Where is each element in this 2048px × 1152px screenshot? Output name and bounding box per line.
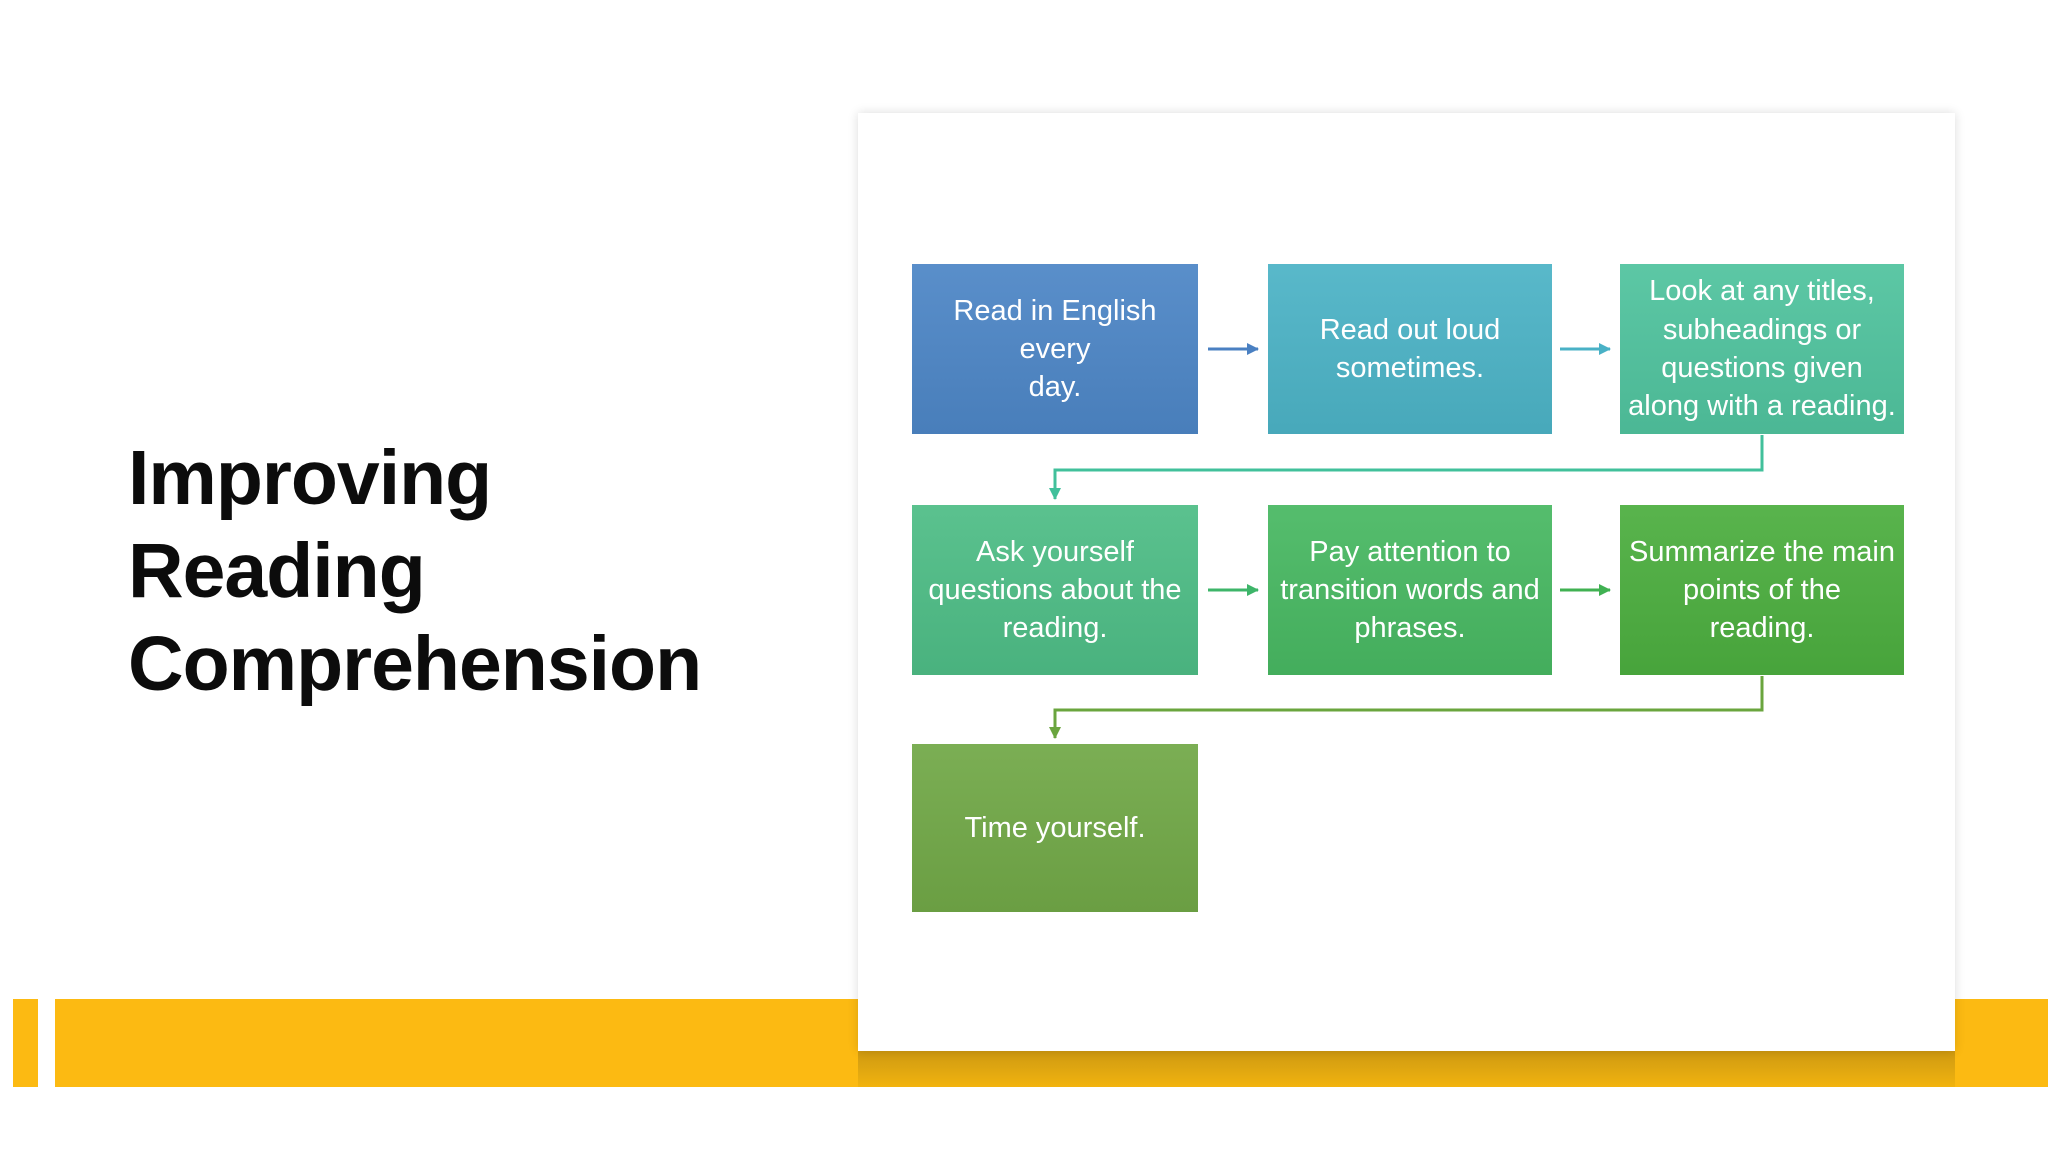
flow-step-4-label: Ask yourself questions about the reading… [928, 535, 1182, 645]
flow-step-1: Read in English every day. [912, 264, 1198, 434]
flow-step-1-label: Read in English every day. [953, 294, 1157, 404]
flow-step-3: Look at any titles, subheadings or quest… [1620, 264, 1904, 434]
accent-bar-shaded-strip [858, 1051, 1955, 1087]
flow-step-7: Time yourself. [912, 744, 1198, 912]
flow-step-3-label: Look at any titles, subheadings or quest… [1628, 275, 1896, 423]
flow-step-4: Ask yourself questions about the reading… [912, 505, 1198, 675]
flow-step-2-label: Read out loud sometimes. [1319, 313, 1501, 384]
flow-step-5-label: Pay attention to transition words and ph… [1280, 535, 1540, 645]
flow-step-6: Summarize the main points of the reading… [1620, 505, 1904, 675]
accent-bar-segment [13, 999, 38, 1087]
slide-title: Improving Reading Comprehension [128, 435, 702, 707]
flow-step-7-label: Time yourself. [964, 811, 1146, 844]
flow-step-5: Pay attention to transition words and ph… [1268, 505, 1552, 675]
flow-step-2: Read out loud sometimes. [1268, 264, 1552, 434]
flow-step-6-label: Summarize the main points of the reading… [1629, 535, 1895, 645]
